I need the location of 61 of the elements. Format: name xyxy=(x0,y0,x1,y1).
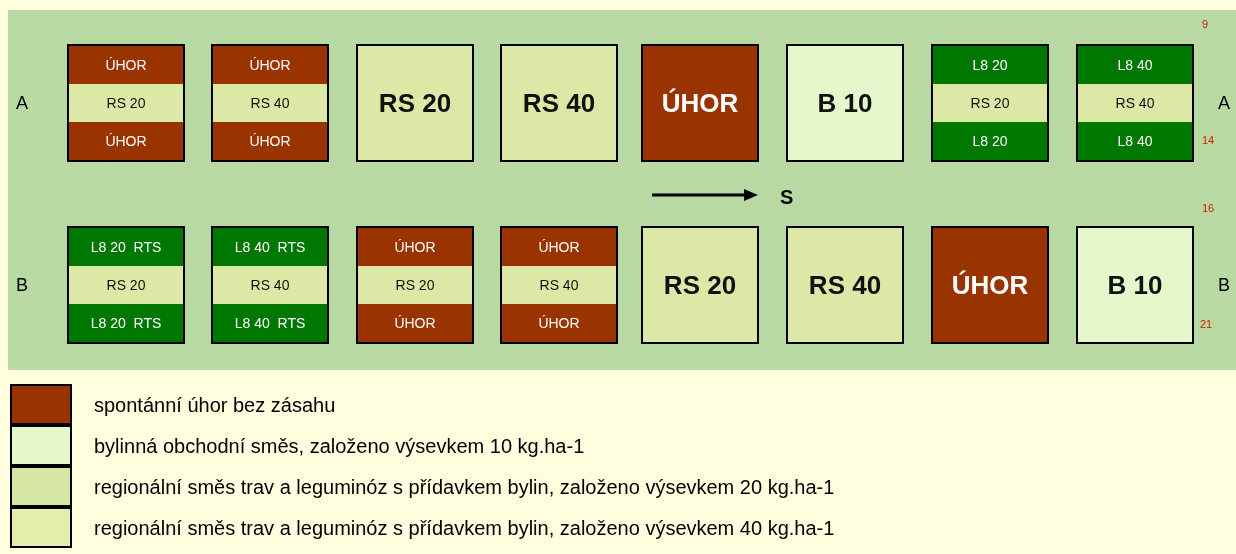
plot-label: RS 40 xyxy=(808,268,882,302)
plot-box xyxy=(211,44,329,162)
plot-box xyxy=(67,226,185,344)
plot-label: RS 40 xyxy=(539,275,579,295)
plot-label: RS 20 xyxy=(378,86,452,120)
plot-label: L8 20 RTS xyxy=(90,237,162,257)
plot-box xyxy=(356,226,474,344)
plot-label: RS 20 xyxy=(395,275,435,295)
plot-box xyxy=(500,226,618,344)
plot-label: RS 40 xyxy=(1115,93,1155,113)
plot-label: L8 40 RTS xyxy=(234,313,306,333)
legend-text: regionální směs trav a leguminóz s přídavkem bylin, založeno výsevkem 20 kg.ha-1 xyxy=(94,474,835,500)
plot-box xyxy=(786,44,904,162)
plot-number: 9 xyxy=(1202,17,1209,32)
direction-label: S xyxy=(780,185,794,210)
plot-box xyxy=(356,44,474,162)
row-label: A xyxy=(1218,92,1230,115)
plot-label: ÚHOR xyxy=(951,268,1029,302)
plot-label: RS 20 xyxy=(970,93,1010,113)
plot-box xyxy=(641,226,759,344)
plot-label: ÚHOR xyxy=(249,55,291,75)
plot-label: ÚHOR xyxy=(394,313,436,333)
plot-label: L8 40 xyxy=(1117,131,1153,151)
plot-number: 21 xyxy=(1200,317,1213,332)
legend-text: spontánní úhor bez zásahu xyxy=(94,392,336,418)
plot-label: B 10 xyxy=(1107,268,1163,302)
plot-label: L8 40 xyxy=(1117,55,1153,75)
plot-label: ÚHOR xyxy=(538,313,580,333)
plot-label: RS 40 xyxy=(250,275,290,295)
plot-label: RS 20 xyxy=(106,93,146,113)
plot-label: ÚHOR xyxy=(249,131,291,151)
plot-box xyxy=(931,226,1049,344)
plot-label: RS 20 xyxy=(106,275,146,295)
plot-label: RS 40 xyxy=(250,93,290,113)
plot-label: RS 40 xyxy=(522,86,596,120)
plot-label: L8 40 RTS xyxy=(234,237,306,257)
plot-box xyxy=(67,44,185,162)
plot-box xyxy=(641,44,759,162)
plot-label: ÚHOR xyxy=(105,131,147,151)
row-label: A xyxy=(16,92,28,115)
plot-number: 16 xyxy=(1202,201,1215,216)
row-label: B xyxy=(16,274,28,297)
plot-box xyxy=(500,44,618,162)
plot-number: 14 xyxy=(1202,133,1215,148)
plot-label: ÚHOR xyxy=(538,237,580,257)
legend-text: regionální směs trav a leguminóz s přídavkem bylin, založeno výsevkem 40 kg.ha-1 xyxy=(94,515,835,541)
plot-box xyxy=(1076,44,1194,162)
plot-label: ÚHOR xyxy=(661,86,739,120)
plot-box xyxy=(786,226,904,344)
plot-box xyxy=(931,44,1049,162)
row-label: B xyxy=(1218,274,1230,297)
plot-box xyxy=(211,226,329,344)
plot-label: B 10 xyxy=(817,86,873,120)
plot-label: ÚHOR xyxy=(105,55,147,75)
plot-label: RS 20 xyxy=(663,268,737,302)
plot-box xyxy=(1076,226,1194,344)
plot-label: L8 20 xyxy=(972,131,1008,151)
plot-label: L8 20 RTS xyxy=(90,313,162,333)
plot-label: L8 20 xyxy=(972,55,1008,75)
plot-label: ÚHOR xyxy=(394,237,436,257)
legend-text: bylinná obchodní směs, založeno výsevkem 10 kg.ha-1 xyxy=(94,433,585,459)
